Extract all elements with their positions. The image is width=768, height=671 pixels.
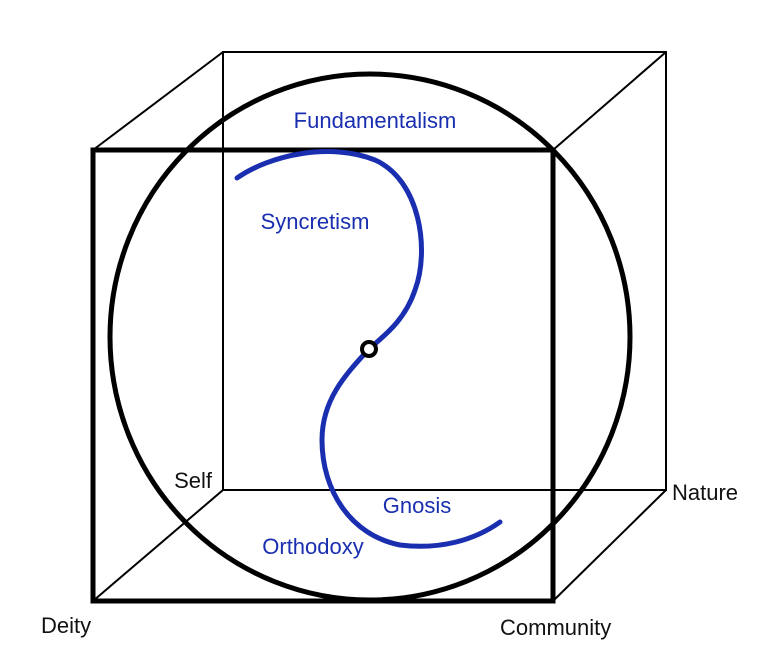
label-syncretism: Syncretism	[261, 209, 370, 234]
corner-label-deity: Deity	[41, 613, 91, 638]
cube-edge-bottom-left	[92, 489, 224, 602]
label-fundamentalism: Fundamentalism	[294, 108, 457, 133]
cube-back-face	[222, 51, 667, 491]
label-gnosis: Gnosis	[383, 493, 451, 518]
label-orthodoxy: Orthodoxy	[262, 534, 364, 559]
center-point	[360, 340, 378, 358]
corner-label-community: Community	[500, 615, 611, 640]
corner-label-self: Self	[174, 468, 213, 493]
outer-circle	[107, 71, 633, 603]
cube-edge-top-left	[92, 51, 224, 151]
cube-edge-bottom-right	[552, 489, 667, 602]
corner-label-nature: Nature	[672, 480, 738, 505]
cube-edge-top-right	[552, 51, 667, 151]
